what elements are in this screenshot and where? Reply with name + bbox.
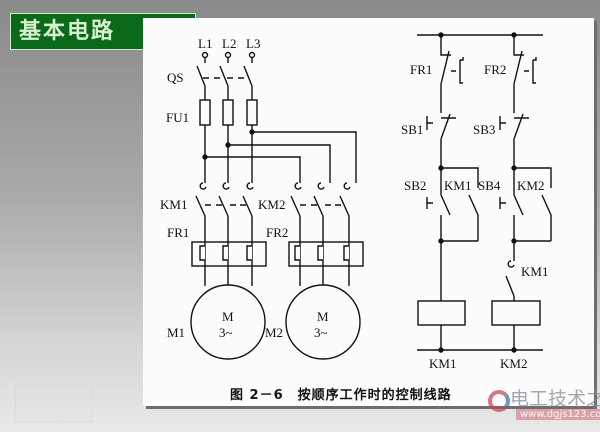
- watermark-name: 电工技术之家: [510, 388, 600, 410]
- circuit-element: [451, 57, 537, 84]
- circuit-element: [246, 99, 258, 126]
- watermark-logo-icon: [488, 390, 510, 412]
- ctrl-label-km1-aux: KM1: [444, 178, 471, 193]
- coil-label-km2: KM2: [500, 356, 527, 371]
- circuit-element: [204, 125, 253, 183]
- motor-m1-phase: 3~: [219, 325, 233, 340]
- coil-label-km1: KM1: [429, 356, 456, 371]
- motors: M 3~ M 3~ M1 M2: [167, 284, 361, 360]
- overload-relays: FR1 FR2: [167, 225, 364, 267]
- placeholder-box: [15, 372, 92, 422]
- label-fr1: FR1: [167, 225, 189, 240]
- circuit-element: [196, 65, 253, 87]
- circuit-element: [225, 142, 231, 148]
- ctrl-label-fr2: FR2: [484, 62, 506, 77]
- circuit-element: [202, 154, 208, 160]
- motor-m1: [190, 284, 266, 360]
- circuit-element: [417, 325, 543, 351]
- label-m2: M2: [265, 325, 283, 340]
- circuit-element: [191, 241, 267, 267]
- circuit-element: [205, 131, 357, 183]
- label-l3: L3: [246, 36, 260, 51]
- watermark-url: www.dgjs123.com: [516, 409, 600, 420]
- ctrl-label-sb4: SB4: [478, 178, 501, 193]
- circuit-element: [426, 116, 506, 130]
- slide-title: 基本电路: [19, 18, 116, 44]
- phase-lines: [196, 51, 357, 183]
- circuit-element: [294, 182, 351, 190]
- circuit-element: [195, 195, 350, 217]
- label-km2: KM2: [258, 197, 285, 212]
- circuit-element: [440, 50, 523, 113]
- circuit-element: [204, 58, 253, 63]
- circuit-element: [204, 86, 253, 100]
- control-circuit: FR1 FR2 SB1 SB3 SB2 KM1 SB4 KM2 KM1 KM1 …: [401, 32, 552, 371]
- circuit-element: [288, 241, 364, 267]
- circuit-element: [199, 99, 211, 126]
- watermark: 电工技术之家 www.dgjs123.com: [488, 384, 600, 430]
- circuit-element: [468, 194, 552, 241]
- label-fu1: FU1: [166, 110, 189, 125]
- coil-km1: [417, 300, 466, 326]
- circuit-element: [222, 99, 234, 126]
- ctrl-label-sb1: SB1: [401, 122, 423, 137]
- circuit-element: [440, 35, 524, 56]
- motor-m2: [285, 284, 361, 360]
- circuit-element: [426, 197, 506, 209]
- ctrl-label-fr1: FR1: [410, 62, 432, 77]
- coil-km2: [491, 300, 541, 326]
- circuit-element: [201, 51, 209, 59]
- label-qs: QS: [167, 70, 184, 85]
- circuit-element: [249, 129, 255, 135]
- circuit-element: [438, 347, 444, 353]
- ctrl-label-km1-interlock: KM1: [521, 264, 548, 279]
- motor-m2-symbol: M: [317, 309, 329, 324]
- label-fr2: FR2: [266, 225, 288, 240]
- ctrl-label-sb3: SB3: [473, 122, 495, 137]
- ctrl-label-sb2: SB2: [404, 178, 426, 193]
- circuit-diagram-panel: L1 L2 L3 QS FU1 KM1 KM2 FR1 FR2: [143, 18, 594, 406]
- circuit-element: [440, 241, 515, 301]
- label-m1: M1: [167, 325, 185, 340]
- circuit-element: [199, 182, 254, 190]
- circuit-element: [440, 168, 524, 241]
- circuit-element: [511, 347, 517, 353]
- motor-m2-phase: 3~: [314, 325, 328, 340]
- motor-m1-symbol: M: [222, 309, 234, 324]
- label-km1: KM1: [160, 197, 187, 212]
- power-circuit: L1 L2 L3 QS FU1 KM1 KM2 FR1 FR2: [160, 36, 364, 360]
- circuit-element: [440, 113, 529, 168]
- circuit-element: [441, 167, 552, 188]
- label-l2: L2: [222, 36, 236, 51]
- label-l1: L1: [198, 36, 212, 51]
- circuit-element: [224, 51, 232, 59]
- circuit-element: [199, 245, 349, 261]
- circuit-element: [248, 51, 256, 59]
- ctrl-label-km2-aux: KM2: [517, 178, 544, 193]
- figure-caption: 图 2－6 按顺序工作时的控制线路: [230, 388, 452, 403]
